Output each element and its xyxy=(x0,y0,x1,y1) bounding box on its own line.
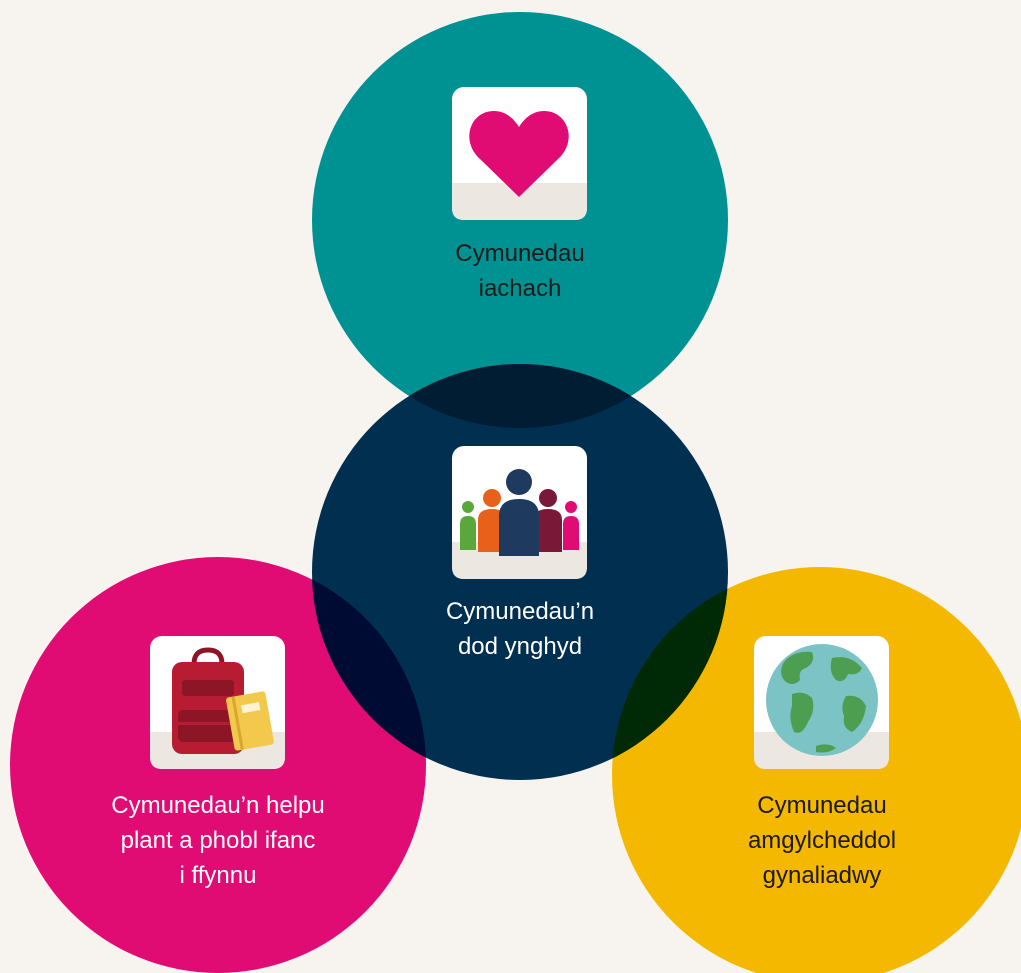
heart-icon xyxy=(452,87,587,220)
label-together: Cymunedau’n dod ynghyd xyxy=(400,594,640,664)
label-healthier-line-2: iachach xyxy=(478,275,562,302)
label-together-line-2: dod ynghyd xyxy=(457,633,583,660)
label-healthier-line-1: Cymunedau xyxy=(455,240,585,267)
label-environment-line-2: amgylcheddol xyxy=(747,827,897,854)
label-children: Cymunedau’n helpu plant a phobl ifanc i … xyxy=(68,788,368,893)
globe-icon xyxy=(754,636,889,769)
label-children-line-1: Cymunedau’n helpu xyxy=(111,792,325,819)
backpack-book-icon xyxy=(150,636,285,769)
people-group-icon xyxy=(452,446,587,579)
label-children-line-2: plant a phobl ifanc xyxy=(120,827,316,854)
label-children-line-3: i ffynnu xyxy=(179,862,257,889)
label-environment-line-1: Cymunedau xyxy=(757,792,887,819)
label-together-line-1: Cymunedau’n xyxy=(445,598,595,625)
circle-environment xyxy=(612,567,1021,973)
label-healthier: Cymunedau iachach xyxy=(400,236,640,306)
label-environment-line-3: gynaliadwy xyxy=(762,862,882,889)
label-environment: Cymunedau amgylcheddol gynaliadwy xyxy=(702,788,942,893)
